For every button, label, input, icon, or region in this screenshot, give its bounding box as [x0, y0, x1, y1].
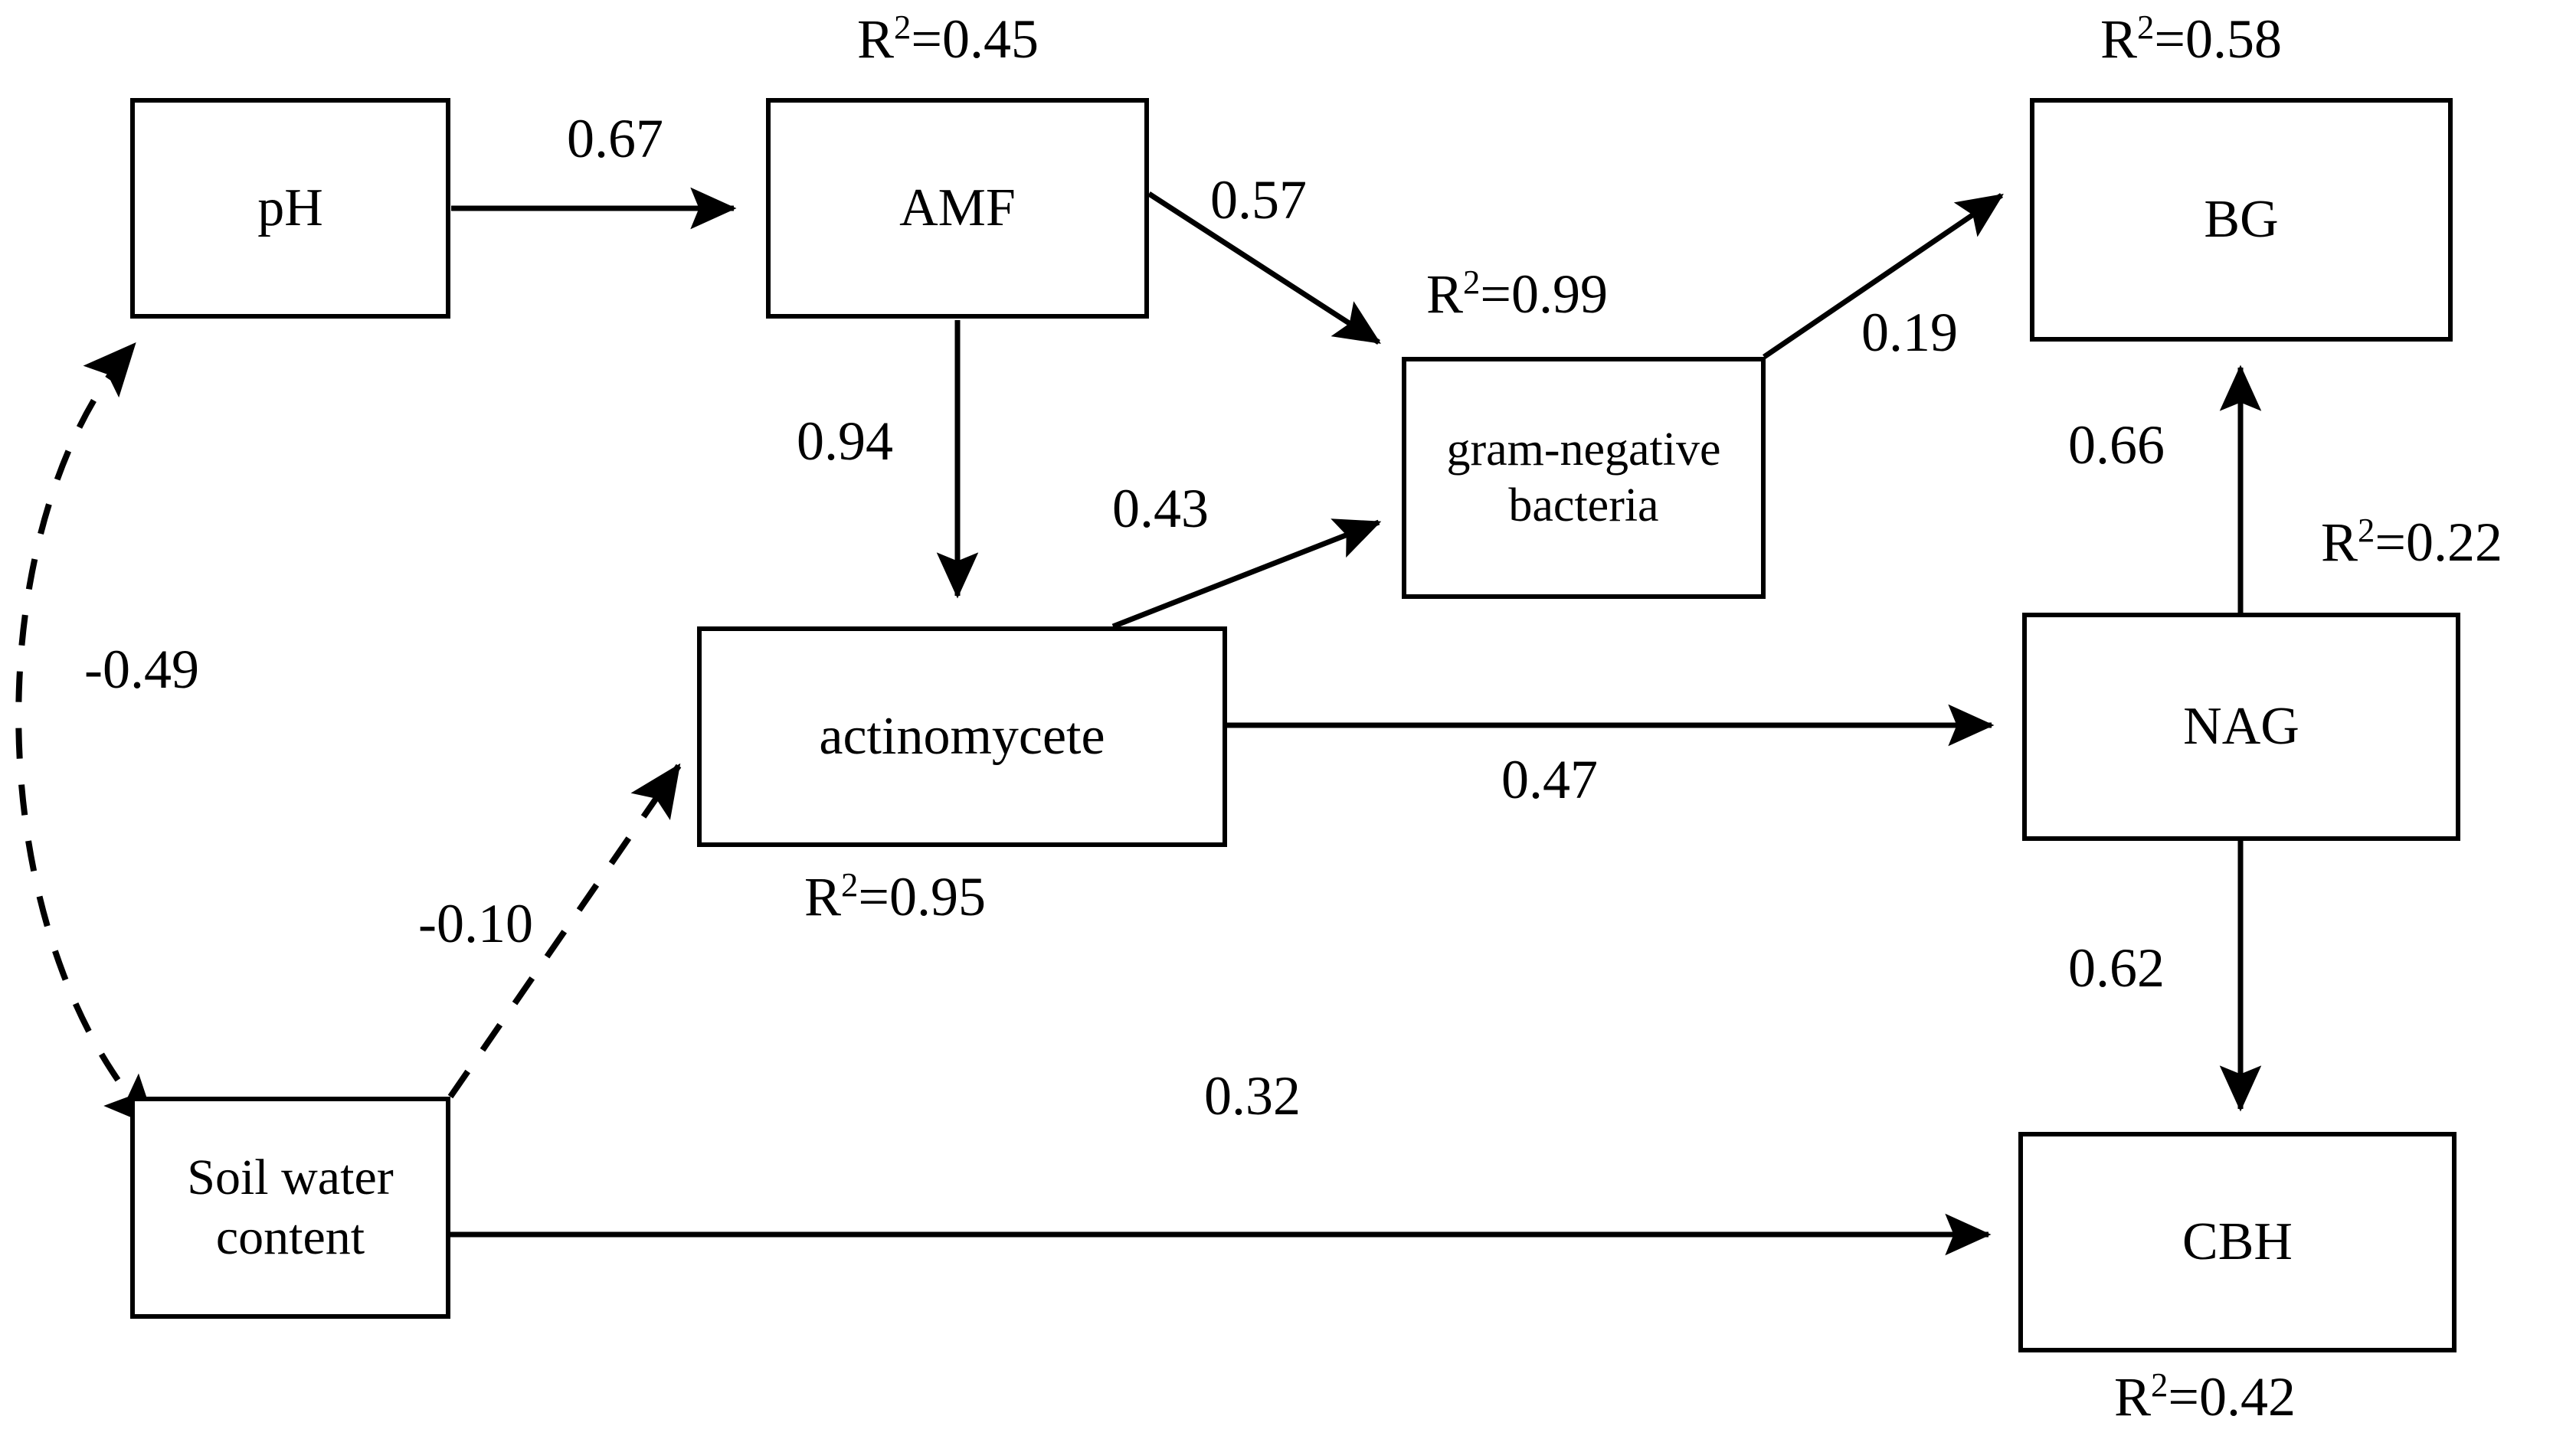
r2-prefix-bg: R	[2100, 8, 2138, 70]
r2-exponent-actinomycete: 2	[841, 865, 859, 904]
node-box-actinomycete[interactable]: actinomycete	[697, 626, 1227, 847]
path-arrow-ph-soil-water-content	[15, 342, 157, 1129]
r2-label-actinomycete: R2=0.95	[804, 866, 986, 927]
node-box-amf[interactable]: AMF	[766, 98, 1149, 319]
node-label-actinomycete: actinomycete	[819, 706, 1105, 766]
r2-label-amf: R2=0.45	[857, 8, 1039, 70]
path-label-nag-bg: 0.66	[2068, 414, 2165, 476]
path-label-actinomycete-nag: 0.47	[1501, 749, 1598, 810]
node-label-amf: AMF	[899, 178, 1016, 237]
path-arrow-actinomycete-gram-negative	[1111, 518, 1382, 630]
node-label-nag: NAG	[2183, 696, 2299, 756]
r2-exponent-nag: 2	[2358, 511, 2375, 549]
r2-prefix-actinomycete: R	[804, 866, 842, 927]
path-label-soil-water-content-actinomycete: -0.10	[418, 893, 533, 954]
r2-exponent-gram-negative-bacteria: 2	[1463, 263, 1481, 301]
path-label-amf-actinomycete: 0.94	[797, 410, 893, 472]
path-arrow-amf-gram-negative	[1147, 191, 1381, 345]
r2-prefix-gram-negative-bacteria: R	[1426, 263, 1464, 325]
node-box-cbh[interactable]: CBH	[2018, 1132, 2457, 1352]
node-label-gram-negative-bacteria: gram-negative bacteria	[1446, 423, 1721, 531]
path-label-ph-amf: 0.67	[567, 108, 663, 169]
r2-label-nag: R2=0.22	[2321, 512, 2502, 573]
r2-label-gram-negative-bacteria: R2=0.99	[1426, 265, 1608, 322]
node-box-soil-water-content[interactable]: Soil water content	[130, 1097, 450, 1319]
r2-exponent-bg: 2	[2137, 8, 2155, 46]
r2-value-cbh: =0.42	[2168, 1366, 2296, 1427]
path-label-gram-negative-bg: 0.19	[1861, 302, 1958, 363]
r2-exponent-amf: 2	[894, 8, 912, 46]
node-label-ph: pH	[257, 178, 323, 237]
node-box-gram-negative-bacteria[interactable]: gram-negative bacteria	[1402, 357, 1766, 599]
r2-prefix-nag: R	[2321, 512, 2358, 573]
path-label-soil-water-content-cbh: 0.32	[1204, 1065, 1301, 1127]
path-label-amf-gram-negative: 0.57	[1210, 169, 1307, 231]
node-label-cbh: CBH	[2182, 1212, 2293, 1271]
node-box-bg[interactable]: BG	[2030, 98, 2453, 342]
r2-label-cbh: R2=0.42	[2114, 1366, 2296, 1427]
r2-prefix-amf: R	[857, 8, 895, 70]
node-label-bg: BG	[2204, 189, 2279, 249]
r2-value-bg: =0.58	[2154, 8, 2282, 70]
path-arrow-soil-water-content-actinomycete	[447, 763, 682, 1099]
r2-label-bg: R2=0.58	[2100, 8, 2282, 70]
r2-value-amf: =0.45	[911, 8, 1039, 70]
r2-value-nag: =0.22	[2375, 512, 2502, 573]
node-label-soil-water-content: Soil water content	[187, 1150, 394, 1265]
r2-prefix-cbh: R	[2114, 1366, 2152, 1427]
path-label-actinomycete-gram-negative: 0.43	[1112, 478, 1209, 539]
node-box-nag[interactable]: NAG	[2022, 613, 2460, 841]
node-box-ph[interactable]: pH	[130, 98, 450, 319]
r2-value-actinomycete: =0.95	[858, 866, 986, 927]
r2-value-gram-negative-bacteria: =0.99	[1480, 263, 1608, 325]
path-label-nag-cbh: 0.62	[2068, 937, 2165, 999]
path-arrow-gram-negative-bg	[1763, 193, 2004, 359]
path-label-ph-soil-water-content: -0.49	[84, 639, 199, 700]
r2-exponent-cbh: 2	[2151, 1365, 2168, 1404]
